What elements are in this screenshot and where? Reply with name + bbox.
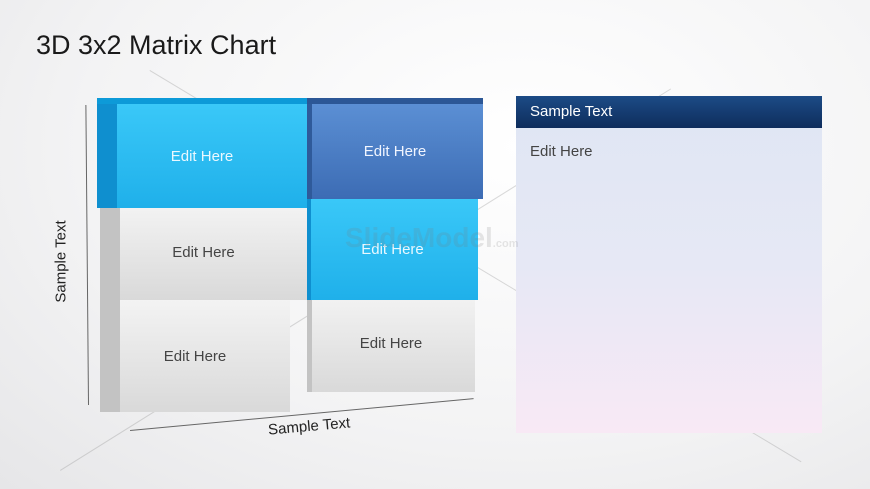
matrix-cell-top-left[interactable]: Edit Here [97,98,307,208]
y-axis-label: Sample Text [52,220,70,303]
x-axis-label: Sample Text [267,414,351,439]
matrix-cell-bottom-right[interactable]: Edit Here [307,294,475,392]
cell-label: Edit Here [172,244,235,261]
panel-body[interactable]: Edit Here [530,143,593,160]
matrix-cell-middle-left[interactable]: Edit Here [100,205,307,300]
matrix-cell-middle-right[interactable]: Edit Here [307,198,478,300]
text-panel: Sample Text Edit Here [516,96,822,433]
cell-label: Edit Here [361,240,424,258]
cell-label: Edit Here [170,147,234,165]
matrix-cell-top-right[interactable]: Edit Here [307,98,483,199]
y-axis-arrow [85,105,89,406]
cell-label: Edit Here [359,334,423,352]
cell-label: Edit Here [363,143,427,160]
page-title: 3D 3x2 Matrix Chart [36,30,277,60]
panel-header[interactable]: Sample Text [516,96,822,128]
matrix-cell-bottom-left[interactable]: Edit Here [100,300,290,412]
cell-label: Edit Here [163,347,227,365]
watermark-logo: SlideModel.com [345,222,519,253]
